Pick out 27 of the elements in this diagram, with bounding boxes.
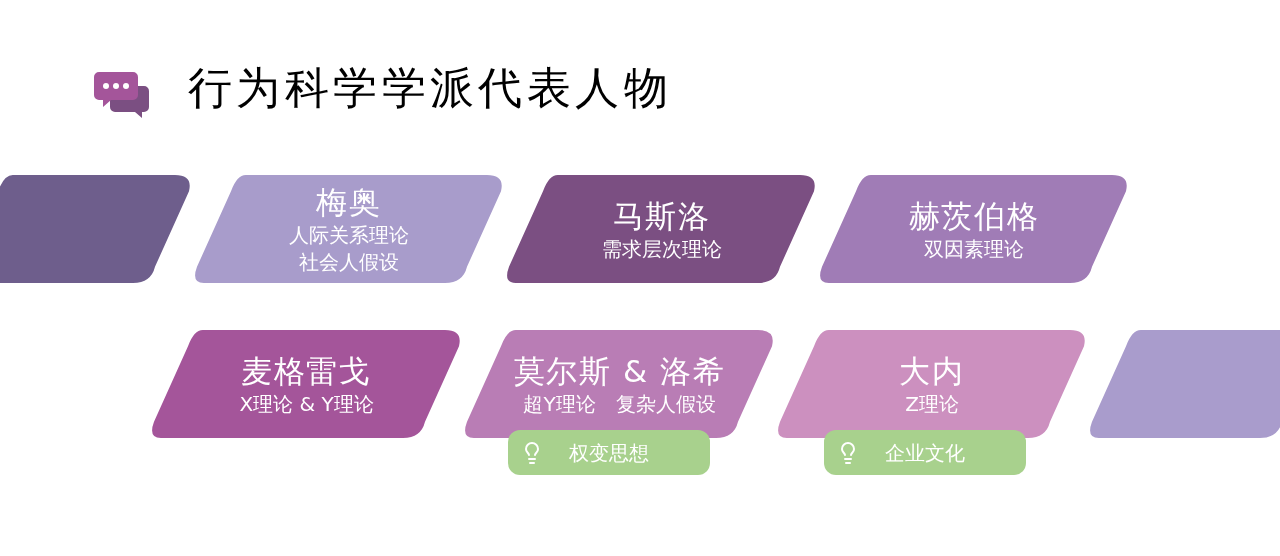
theory-label: 超Y理论: [523, 390, 596, 418]
title: 行为科学学派代表人物: [188, 61, 672, 115]
theory-label: X理论 & Y理论: [239, 390, 374, 418]
tag-box: [824, 430, 1026, 475]
theory-label: 双因素理论: [924, 235, 1024, 263]
name-card: [193, 175, 505, 283]
name-card: [463, 330, 776, 438]
person-name: 莫尔斯 & 洛希: [513, 351, 726, 391]
name-card: [776, 330, 1088, 438]
person-name: 赫茨伯格: [908, 196, 1040, 236]
person-name: 梅奥: [316, 183, 382, 222]
tag-label: 权变思想: [568, 439, 650, 467]
tag-box: [508, 430, 710, 475]
parallelogram-box: [0, 175, 193, 283]
theory-label: Z理论: [905, 390, 959, 418]
theory-label: 人际关系理论: [289, 222, 409, 249]
name-card: [818, 175, 1130, 283]
theory-label: 复杂人假设: [615, 390, 716, 418]
name-card: [150, 330, 463, 438]
person-name: 麦格雷戈: [241, 351, 372, 391]
theory-label: 社会人假设: [299, 249, 399, 276]
name-card: [505, 175, 818, 283]
person-name: 大内: [899, 351, 965, 391]
parallelogram-box: [1088, 330, 1280, 438]
theory-label: 需求层次理论: [601, 235, 722, 263]
person-name: 马斯洛: [612, 196, 711, 236]
tag-label: 企业文化: [884, 439, 966, 467]
